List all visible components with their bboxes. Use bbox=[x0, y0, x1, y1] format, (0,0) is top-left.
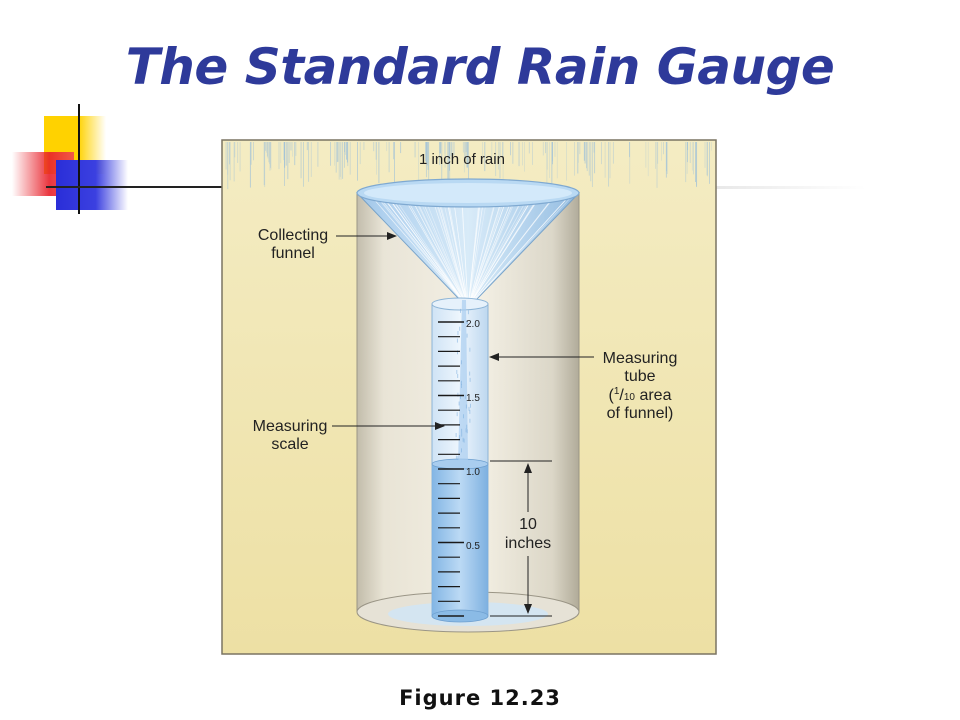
funnel-streak bbox=[470, 195, 514, 301]
funnel-streak bbox=[470, 195, 518, 301]
deco-vertical-rule bbox=[78, 104, 80, 214]
scale-label-0-5: 0.5 bbox=[466, 541, 480, 552]
deco-horizontal-rule-fade bbox=[716, 186, 866, 189]
funnel-streak bbox=[471, 195, 529, 301]
funnel-streak bbox=[471, 195, 525, 301]
rain-streaks bbox=[225, 142, 712, 190]
funnel-streak bbox=[474, 195, 570, 301]
slide-title: The Standard Rain Gauge bbox=[125, 38, 835, 96]
scale-label-2-0: 2.0 bbox=[466, 319, 480, 330]
funnel-streak bbox=[431, 195, 466, 301]
funnel-streak bbox=[473, 195, 555, 301]
rain-label: 1 inch of rain bbox=[419, 151, 505, 168]
tube-water bbox=[432, 464, 488, 616]
funnel-streak bbox=[402, 195, 465, 301]
funnel-streak bbox=[468, 195, 480, 301]
tube-label-line2: tube bbox=[624, 368, 655, 385]
funnel-streak bbox=[382, 195, 463, 301]
tube-label-line4: of funnel) bbox=[607, 405, 674, 422]
deco-horizontal-rule bbox=[46, 186, 222, 188]
funnel-streak bbox=[474, 195, 573, 301]
funnel-streak bbox=[390, 195, 464, 301]
depth-label-line1: 10 bbox=[519, 516, 537, 533]
scale-label-1-5: 1.5 bbox=[466, 393, 480, 404]
funnel-streak bbox=[470, 195, 517, 301]
funnel-streak bbox=[441, 195, 467, 301]
depth-label-line2: inches bbox=[505, 535, 551, 552]
funnel-streak bbox=[469, 195, 504, 301]
deco-blue-block bbox=[56, 160, 128, 210]
funnel-streak bbox=[470, 195, 505, 301]
funnel-streak bbox=[472, 195, 541, 301]
funnel-streak bbox=[468, 195, 485, 301]
scale-label-line1: Measuring bbox=[253, 418, 328, 435]
figure-caption: Figure 12.23 bbox=[399, 686, 561, 710]
scale-label-1-0: 1.0 bbox=[466, 467, 480, 478]
funnel-streak bbox=[378, 195, 463, 301]
funnel-streak bbox=[414, 195, 465, 301]
funnel-streak bbox=[393, 195, 464, 301]
funnel-streak bbox=[382, 195, 463, 301]
funnel-streak bbox=[472, 195, 534, 301]
funnel-streak bbox=[468, 195, 488, 301]
funnel-streak bbox=[423, 195, 466, 301]
funnel-streak bbox=[469, 195, 498, 301]
funnel-streak bbox=[445, 195, 467, 301]
funnel-streak bbox=[420, 195, 466, 301]
funnel-streak bbox=[470, 195, 509, 301]
funnel-streak bbox=[470, 195, 506, 301]
funnel-label-line1: Collecting bbox=[258, 227, 328, 244]
funnel-streak bbox=[452, 195, 468, 301]
funnel-water-streaks bbox=[370, 195, 573, 301]
funnel-streak bbox=[409, 195, 465, 301]
funnel-streak bbox=[404, 195, 465, 301]
funnel-streak bbox=[386, 195, 463, 301]
funnel-streak bbox=[417, 195, 466, 301]
funnel-streak bbox=[436, 195, 467, 301]
funnel-streak bbox=[370, 195, 462, 301]
funnel-streak bbox=[433, 195, 467, 301]
funnel-streak bbox=[470, 195, 508, 301]
scale-label-line2: scale bbox=[271, 436, 308, 453]
funnel-label-line2: funnel bbox=[271, 245, 315, 262]
funnel-streak bbox=[434, 195, 467, 301]
measuring-scale-ticks bbox=[438, 321, 464, 617]
funnel-streak bbox=[375, 195, 463, 301]
funnel-streak bbox=[461, 195, 468, 301]
tube-label-line1: Measuring bbox=[603, 350, 678, 367]
funnel-streak bbox=[446, 195, 467, 301]
funnel-streak bbox=[387, 195, 463, 301]
